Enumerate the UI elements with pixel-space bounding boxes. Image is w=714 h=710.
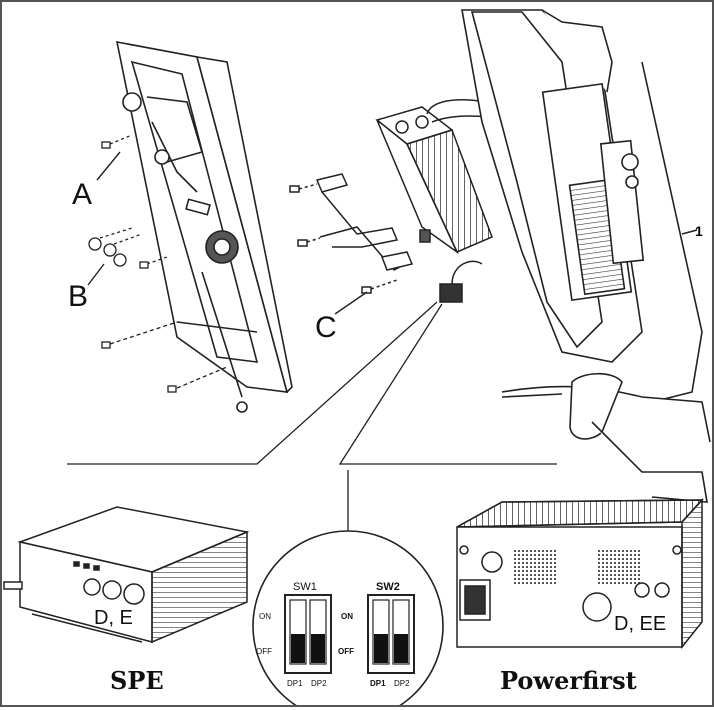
svg-text:ON: ON <box>259 612 271 621</box>
svg-text:DP1: DP1 <box>287 679 303 688</box>
svg-text:SW1: SW1 <box>293 581 317 593</box>
powerfirst-code-label: D, EE <box>614 613 666 635</box>
callout-one: 1 <box>695 223 703 239</box>
callout-c: C <box>315 291 368 344</box>
charger-spe-icon <box>3 506 250 644</box>
spe-brand-label: SPE <box>110 666 164 695</box>
svg-text:B: B <box>68 280 88 313</box>
powerfirst-brand-label: Powerfirst <box>500 666 637 695</box>
svg-text:OFF: OFF <box>338 647 354 656</box>
svg-text:DP1: DP1 <box>370 679 386 688</box>
callout-b: B <box>68 263 105 313</box>
dip-switch-icon: SW1 ON OFF DP1 DP2 SW2 ON OFF DP1 DP2 <box>252 530 444 710</box>
svg-text:OFF: OFF <box>256 647 272 656</box>
bracket-icon <box>289 173 414 294</box>
charger-powerfirst-icon <box>456 498 704 650</box>
svg-text:SW2: SW2 <box>376 581 400 593</box>
svg-text:DP2: DP2 <box>394 679 410 688</box>
charger-module-icon <box>375 99 523 303</box>
svg-text:A: A <box>72 178 92 211</box>
chair-frame-icon <box>461 9 711 503</box>
screw-icon <box>88 134 228 393</box>
svg-text:ON: ON <box>341 612 353 621</box>
svg-text:DP2: DP2 <box>311 679 327 688</box>
spe-code-label: D, E <box>94 607 133 629</box>
battery-mount-plate-icon <box>115 40 293 413</box>
svg-text:C: C <box>315 311 337 344</box>
callout-a: A <box>72 151 121 211</box>
